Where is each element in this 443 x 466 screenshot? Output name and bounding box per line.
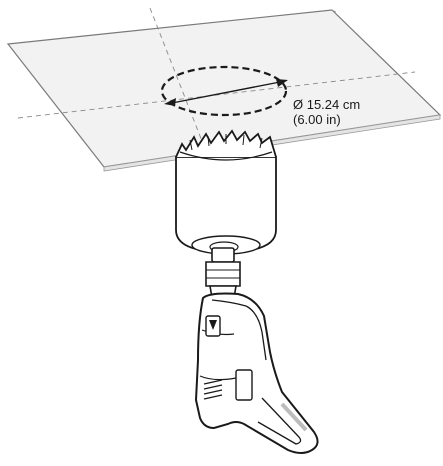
diameter-metric-label: Ø 15.24 cm <box>293 97 361 112</box>
drill-chuck <box>205 247 241 299</box>
hole-saw <box>175 129 277 255</box>
drill-vents <box>203 379 223 400</box>
diameter-arrow <box>164 79 288 106</box>
cut-circle-outline <box>160 65 288 117</box>
drill-trigger <box>235 369 253 401</box>
diameter-imperial-label: (6.00 in) <box>293 112 341 127</box>
drill-body <box>194 292 319 454</box>
